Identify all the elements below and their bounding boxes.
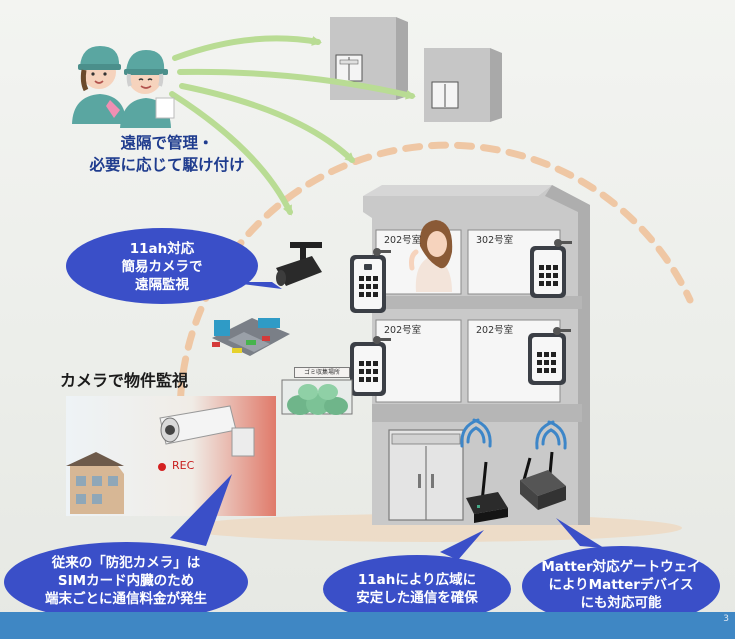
- bubble-sim-line-1: 従来の「防犯カメラ」は: [51, 555, 201, 571]
- bubble-matter-text: Matter対応ゲートウェイ によりMatterデバイス にも対応可能: [528, 558, 714, 612]
- property-camera-photo: [66, 396, 276, 516]
- page-number: 3: [723, 614, 729, 624]
- resident-illustration: [409, 220, 453, 292]
- property-monitoring-title: カメラで物件監視: [60, 371, 189, 390]
- bubble-sim: [4, 474, 248, 622]
- lora-gateway-device: [466, 461, 508, 523]
- bubble-matter-line-2: によりMatterデバイス: [548, 577, 694, 593]
- remote-management-label: 遠隔で管理・ 必要に応じて駆け付け: [62, 132, 272, 176]
- bubble-camera: [66, 228, 282, 304]
- remote-label-line-1: 遠隔で管理・: [120, 134, 214, 152]
- bubble-sim-line-3: 端末ごとに通信料金が発生: [45, 591, 207, 607]
- remote-building-2: [424, 48, 502, 122]
- bubble-11ah-line-2: 安定した通信を確保: [356, 590, 478, 606]
- smart-lock-1: [350, 255, 386, 313]
- rec-label: REC: [172, 459, 195, 472]
- smart-lock-4: [528, 333, 566, 385]
- bubble-11ah-text: 11ahにより広域に 安定した通信を確保: [336, 571, 498, 607]
- room-label-lower-right: 202号室: [476, 325, 514, 336]
- wifi-icon-1: [460, 418, 492, 448]
- dispatch-arrows: [169, 35, 416, 216]
- maintenance-staff-illustration: [72, 46, 175, 128]
- bubble-camera-line-3: 遠隔監視: [135, 277, 189, 293]
- bubble-matter-line-1: Matter対応ゲートウェイ: [541, 559, 701, 575]
- room-label-upper-left: 202号室: [384, 235, 422, 246]
- matter-gateway-device: [520, 451, 566, 510]
- room-label-upper-right: 302号室: [476, 235, 514, 246]
- remote-label-line-2: 必要に応じて駆け付け: [89, 156, 245, 174]
- footer-band: 3: [0, 612, 735, 639]
- bubble-sim-text: 従来の「防犯カメラ」は SIMカード内臓のため 端末ごとに通信料金が発生: [16, 554, 236, 608]
- smart-lock-2: [530, 246, 566, 298]
- wifi-icon-2: [535, 420, 567, 450]
- security-camera-device: [276, 242, 322, 286]
- bubble-camera-text: 11ah対応 簡易カメラで 遠隔監視: [88, 240, 236, 294]
- garbage-station-illustration: [281, 379, 353, 415]
- garbage-station-sign: ゴミ収集場所: [294, 367, 350, 378]
- smart-lock-3: [350, 342, 386, 396]
- bubble-sim-line-2: SIMカード内臓のため: [57, 573, 195, 589]
- remote-building-1: [330, 17, 408, 100]
- bubble-matter-line-3: にも対応可能: [580, 595, 662, 611]
- room-label-lower-left: 202号室: [384, 325, 422, 336]
- bubble-camera-line-2: 簡易カメラで: [121, 259, 203, 275]
- key-icons: [373, 239, 572, 344]
- bubble-matter: [522, 518, 720, 626]
- bubble-11ah-line-1: 11ahにより広域に: [357, 572, 477, 588]
- bubble-11ah: [323, 530, 511, 623]
- parking-lot-illustration: [212, 318, 290, 356]
- bubble-camera-line-1: 11ah対応: [129, 241, 195, 257]
